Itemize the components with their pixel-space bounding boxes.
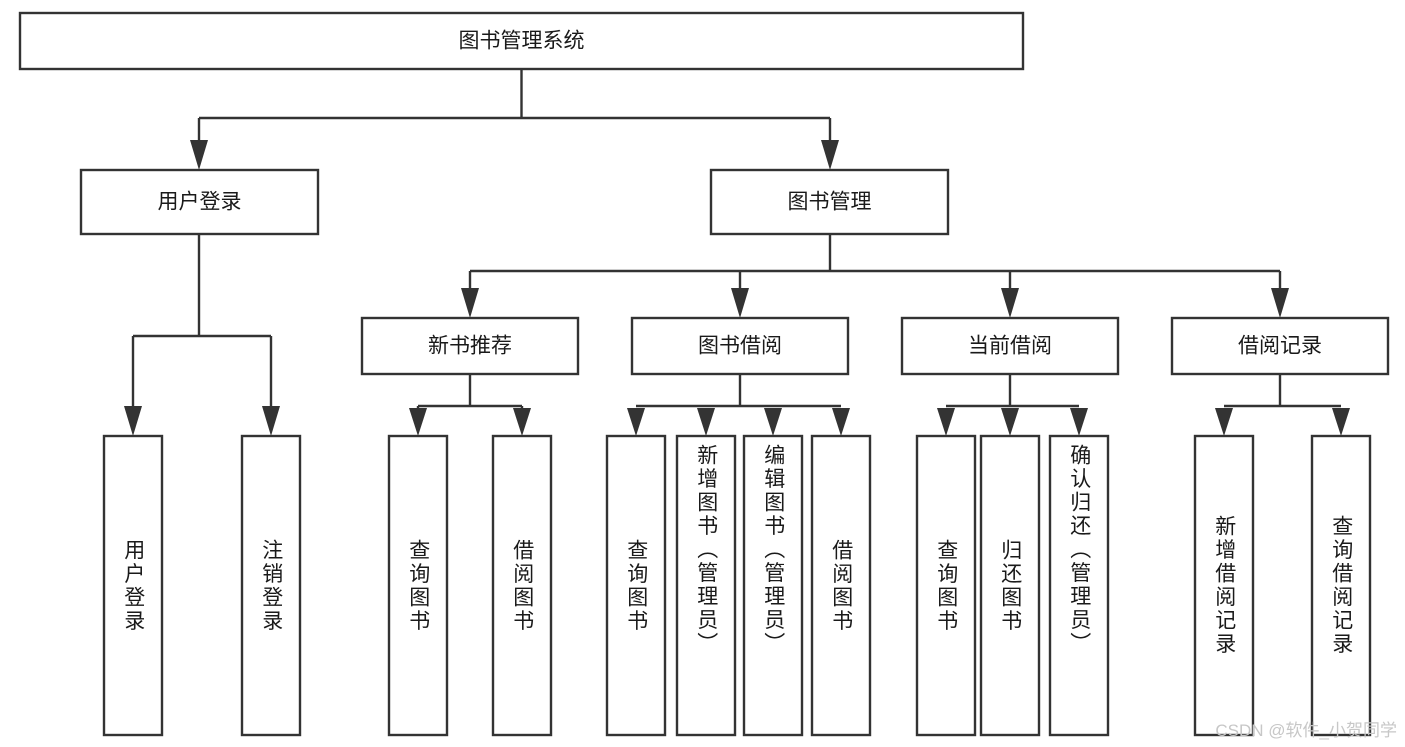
arrow-leaf-book-borrow-1 [627, 408, 645, 436]
node-label-borrow-record: 借阅记录 [1238, 335, 1322, 358]
arrow-to-new-book [461, 288, 479, 318]
node-box-leaf-current-borrow-2[interactable] [979, 434, 1041, 737]
arrow-to-book-manage [821, 140, 839, 170]
arrow-to-user-login [190, 140, 208, 170]
node-box-leaf-current-borrow-1[interactable] [915, 434, 977, 737]
leaf-label-wrap-current-borrow-1: 查询图书 [917, 436, 975, 735]
node-label-user-login: 用户登录 [158, 191, 242, 214]
leaf-label-book-borrow-4: 借阅图书 [829, 538, 853, 633]
arrow-leaf-current-borrow-3 [1070, 408, 1088, 436]
node-label-book-manage: 图书管理 [788, 191, 872, 214]
leaf-label-book-borrow-2: 新增图书（管理员） [694, 444, 718, 656]
arrow-leaf-current-borrow-1 [937, 408, 955, 436]
leaf-label-wrap-user-login-2: 注销登录 [242, 436, 300, 735]
leaf-label-current-borrow-2: 归还图书 [998, 538, 1022, 633]
arrow-leaf-borrow-record-1 [1215, 408, 1233, 436]
leaf-label-wrap-book-borrow-3: 编辑图书（管理员） [744, 436, 802, 735]
leaf-label-wrap-new-book-2: 借阅图书 [493, 436, 551, 735]
leaf-label-wrap-borrow-record-1: 新增借阅记录 [1195, 436, 1253, 735]
node-box-new-book-recommend[interactable] [360, 316, 580, 376]
leaf-label-wrap-new-book-1: 查询图书 [389, 436, 447, 735]
arrow-to-current-borrow [1001, 288, 1019, 318]
node-box-user-login[interactable] [79, 168, 320, 236]
node-box-book-manage[interactable] [709, 168, 950, 236]
leaf-label-book-borrow-1: 查询图书 [624, 538, 648, 633]
arrow-leaf-new-book-1 [409, 408, 427, 436]
node-box-book-borrow[interactable] [630, 316, 850, 376]
leaf-label-current-borrow-3: 确认归还（管理员） [1067, 444, 1091, 656]
node-box-leaf-book-borrow-3[interactable] [742, 434, 804, 737]
node-box-current-borrow[interactable] [900, 316, 1120, 376]
node-box-leaf-book-borrow-4[interactable] [810, 434, 872, 737]
leaf-label-wrap-book-borrow-1: 查询图书 [607, 436, 665, 735]
node-box-leaf-user-login-2[interactable] [240, 434, 302, 737]
node-layer: 图书管理系统 用户登录 图书管理 新书推荐 图书借阅 当前借阅 借阅记录 [18, 11, 1390, 737]
leaf-label-borrow-record-1: 新增借阅记录 [1212, 515, 1236, 656]
leaf-label-wrap-current-borrow-3: 确认归还（管理员） [1050, 436, 1108, 735]
node-box-leaf-book-borrow-2[interactable] [675, 434, 737, 737]
arrow-leaf-new-book-2 [513, 408, 531, 436]
node-box-leaf-borrow-record-1[interactable] [1193, 434, 1255, 737]
node-box-root[interactable] [18, 11, 1025, 71]
node-box-leaf-new-book-1[interactable] [387, 434, 449, 737]
connector-layer [124, 69, 1350, 436]
leaf-label-wrap-borrow-record-2: 查询借阅记录 [1312, 436, 1370, 735]
leaf-label-new-book-2: 借阅图书 [510, 538, 534, 633]
arrow-leaf-book-borrow-3 [764, 408, 782, 436]
leaf-label-wrap-book-borrow-2: 新增图书（管理员） [677, 436, 735, 735]
leaf-label-wrap-user-login-1: 用户登录 [104, 436, 162, 735]
leaf-label-book-borrow-3: 编辑图书（管理员） [761, 444, 785, 656]
leaf-label-wrap-current-borrow-2: 归还图书 [981, 436, 1039, 735]
node-box-leaf-new-book-2[interactable] [491, 434, 553, 737]
node-box-leaf-user-login-1[interactable] [102, 434, 164, 737]
arrow-leaf-user-login-1 [124, 406, 142, 436]
arrow-leaf-current-borrow-2 [1001, 408, 1019, 436]
arrow-leaf-user-login-2 [262, 406, 280, 436]
node-label-new-book-recommend: 新书推荐 [428, 335, 512, 358]
arrow-leaf-book-borrow-2 [697, 408, 715, 436]
leaf-label-wrap-book-borrow-4: 借阅图书 [812, 436, 870, 735]
node-box-leaf-book-borrow-1[interactable] [605, 434, 667, 737]
leaf-label-borrow-record-2: 查询借阅记录 [1329, 515, 1353, 656]
leaf-label-user-login-1: 用户登录 [121, 538, 145, 633]
arrow-to-book-borrow [731, 288, 749, 318]
node-label-book-borrow: 图书借阅 [698, 335, 782, 358]
node-label-current-borrow: 当前借阅 [968, 335, 1052, 358]
arrow-to-borrow-record [1271, 288, 1289, 318]
node-label-root: 图书管理系统 [459, 30, 585, 53]
leaf-label-user-login-2: 注销登录 [259, 538, 283, 633]
node-box-leaf-borrow-record-2[interactable] [1310, 434, 1372, 737]
leaf-label-new-book-1: 查询图书 [406, 538, 430, 633]
arrow-leaf-borrow-record-2 [1332, 408, 1350, 436]
leaf-label-current-borrow-1: 查询图书 [934, 538, 958, 633]
node-box-leaf-current-borrow-3[interactable] [1048, 434, 1110, 737]
arrow-leaf-book-borrow-4 [832, 408, 850, 436]
watermark-text: CSDN @软件_小贺同学 [1215, 721, 1397, 740]
node-box-borrow-record[interactable] [1170, 316, 1390, 376]
